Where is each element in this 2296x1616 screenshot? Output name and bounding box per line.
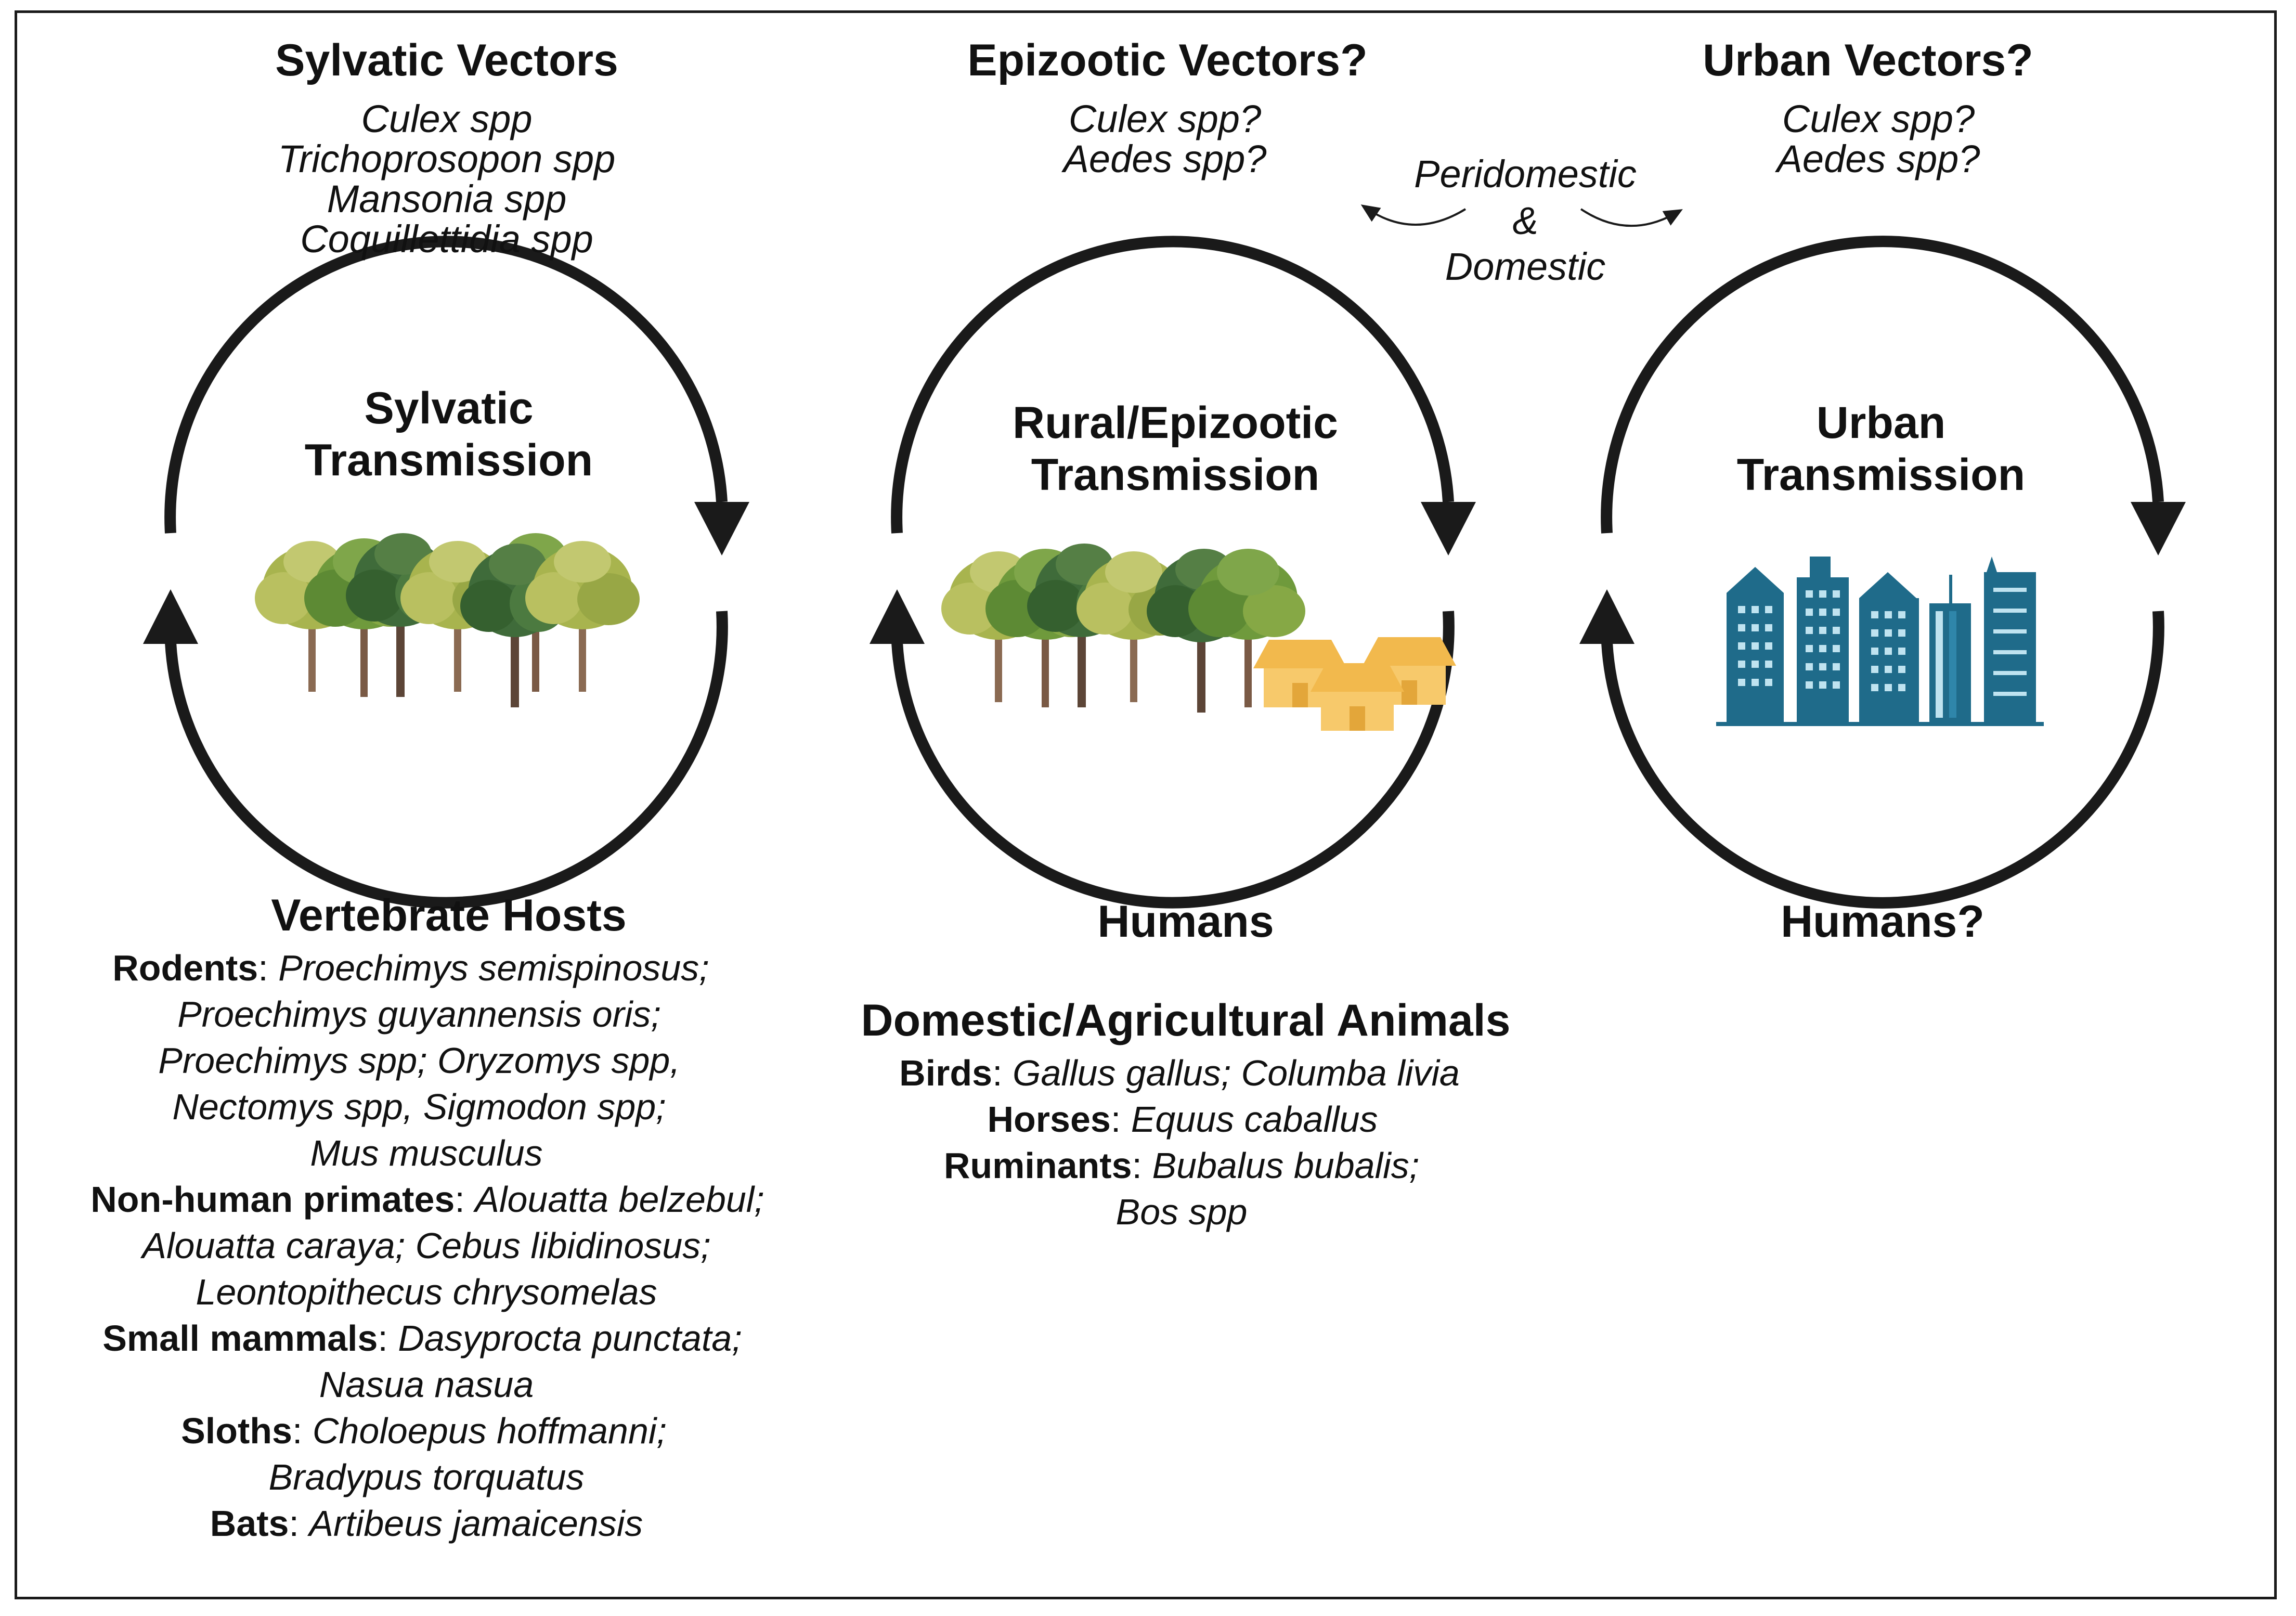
rural-forest-illustration bbox=[941, 544, 1305, 713]
sloths-line-2: Bradypus torquatus bbox=[268, 1457, 585, 1497]
small-mammals-line-2: Nasua nasua bbox=[319, 1364, 534, 1405]
epizootic-vector-culex: Culex spp? bbox=[1068, 97, 1262, 140]
urban-vector-aedes: Aedes spp? bbox=[1776, 137, 1980, 180]
epizootic-vectors-title: Epizootic Vectors? bbox=[967, 35, 1368, 85]
urban-vectors-title: Urban Vectors? bbox=[1703, 35, 2033, 85]
small-mammals-line: Small mammals: Dasyprocta punctata; bbox=[102, 1318, 742, 1359]
sylvatic-vectors-title: Sylvatic Vectors bbox=[275, 35, 618, 85]
birds-line: Birds: Gallus gallus; Columba livia bbox=[899, 1053, 1460, 1093]
primates-line: Non-human primates: Alouatta belzebul; bbox=[90, 1179, 764, 1220]
peridomestic-right-arrow bbox=[1580, 208, 1683, 227]
rodents-line: Rodents: Proechimys semispinosus; bbox=[112, 948, 709, 988]
urban-cycle-arrowhead-down bbox=[2131, 502, 2186, 555]
domestic-animals-title: Domestic/Agricultural Animals bbox=[861, 996, 1511, 1045]
epizootic-cycle-arrowhead-down bbox=[1421, 502, 1476, 555]
sloths-line: Sloths: Choloepus hoffmanni; bbox=[181, 1411, 667, 1451]
sylvatic-cycle-label-1: Sylvatic bbox=[364, 383, 534, 433]
urban-cycle-ring bbox=[1601, 236, 2164, 909]
sylvatic-cycle-ring bbox=[164, 236, 728, 909]
vertebrate-hosts-title: Vertebrate Hosts bbox=[271, 890, 627, 940]
epizootic-humans-label: Humans bbox=[1097, 897, 1274, 947]
sylvatic-vector-trichoprosopon: Trichoprosopon spp bbox=[278, 137, 616, 180]
epizootic-cycle-arrowhead-up bbox=[870, 589, 925, 644]
primates-line-2: Alouatta caraya; Cebus libidinosus; bbox=[142, 1225, 711, 1266]
urban-humans-label: Humans? bbox=[1781, 897, 1984, 947]
sylvatic-cycle-arrowhead-down bbox=[694, 502, 749, 555]
figure-frame bbox=[15, 10, 2277, 1599]
epizootic-cycle-label-2: Transmission bbox=[1031, 450, 1320, 500]
sylvatic-cycle-label-2: Transmission bbox=[304, 435, 593, 485]
urban-cycle-label-2: Transmission bbox=[1736, 450, 2026, 500]
ruminants-line-2: Bos spp bbox=[1115, 1192, 1248, 1232]
sylvatic-vector-coquillettidia: Coquillettidia spp bbox=[300, 217, 593, 261]
epizootic-vector-aedes: Aedes spp? bbox=[1063, 137, 1267, 180]
rodents-line-2: Proechimys guyannensis oris; bbox=[177, 994, 661, 1035]
peridomestic-left-arrow bbox=[1360, 204, 1467, 226]
epizootic-cycle-ring bbox=[891, 236, 1455, 909]
city-illustration bbox=[1716, 557, 2044, 726]
forest-illustration bbox=[255, 533, 640, 707]
bats-line: Bats: Artibeus jamaicensis bbox=[210, 1503, 643, 1544]
sylvatic-cycle-arrowhead-up bbox=[143, 589, 198, 644]
sylvatic-vector-mansonia: Mansonia spp bbox=[327, 177, 567, 221]
rodents-line-5: Mus musculus bbox=[310, 1133, 543, 1173]
urban-cycle-label-1: Urban bbox=[1816, 398, 1946, 448]
ampersand-label: & bbox=[1512, 199, 1538, 242]
domestic-label: Domestic bbox=[1445, 245, 1606, 288]
horses-line: Horses: Equus caballus bbox=[987, 1099, 1378, 1140]
primates-line-3: Leontopithecus chrysomelas bbox=[196, 1272, 657, 1312]
ruminants-line: Ruminants: Bubalus bubalis; bbox=[943, 1145, 1420, 1186]
rodents-line-4: Nectomys spp, Sigmodon spp; bbox=[172, 1087, 666, 1127]
epizootic-cycle-label-1: Rural/Epizootic bbox=[1013, 398, 1338, 448]
houses-illustration bbox=[1253, 637, 1456, 731]
peridomestic-label: Peridomestic bbox=[1414, 152, 1637, 196]
rodents-line-3: Proechimys spp; Oryzomys spp, bbox=[158, 1040, 680, 1081]
sylvatic-vector-culex: Culex spp bbox=[361, 97, 533, 140]
urban-cycle-arrowhead-up bbox=[1579, 589, 1635, 644]
urban-vector-culex: Culex spp? bbox=[1782, 97, 1975, 140]
